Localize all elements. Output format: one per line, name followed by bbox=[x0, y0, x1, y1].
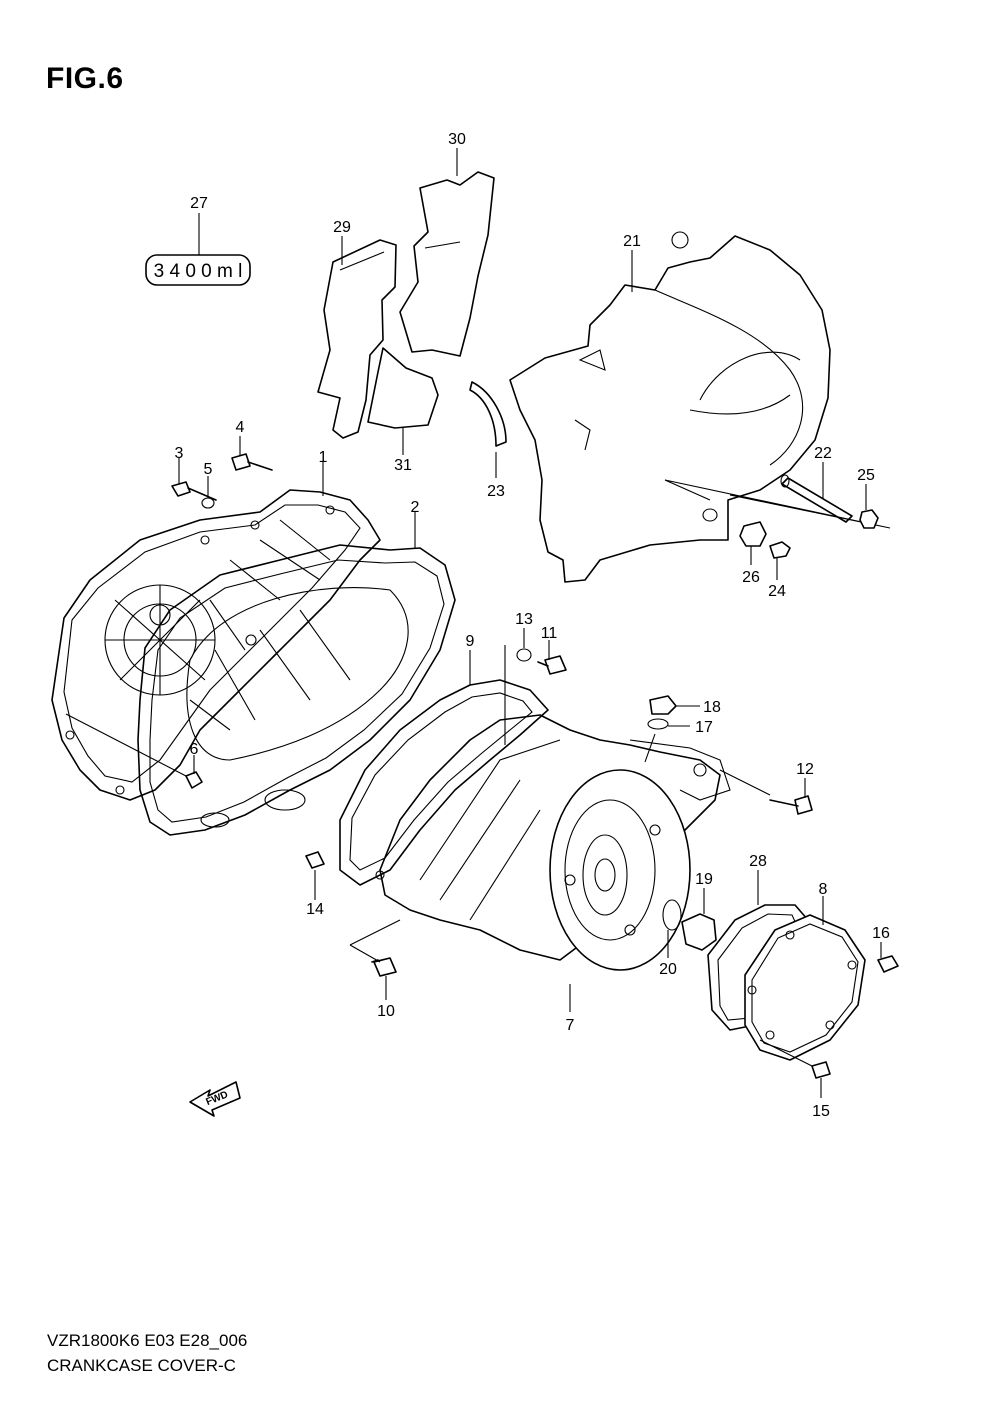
callout-4: 4 bbox=[236, 419, 245, 436]
callout-5: 5 bbox=[204, 461, 213, 478]
callout-16: 16 bbox=[872, 925, 890, 942]
callout-7: 7 bbox=[566, 1017, 575, 1034]
part-23-clip bbox=[469, 381, 507, 478]
section-name: CRANKCASE COVER-C bbox=[47, 1356, 236, 1375]
part-24-bolt bbox=[769, 541, 791, 580]
callout-11: 11 bbox=[541, 625, 558, 642]
callout-15: 15 bbox=[812, 1103, 830, 1120]
part-16-screw bbox=[877, 942, 899, 973]
callout-21: 21 bbox=[623, 233, 641, 250]
callout-18: 18 bbox=[703, 699, 721, 716]
part-18-plug bbox=[649, 695, 700, 715]
callout-10: 10 bbox=[377, 1003, 395, 1020]
part-27-volume-label: 3 4 0 0 m l bbox=[145, 213, 251, 286]
part-26-grommet bbox=[739, 521, 767, 565]
callout-24: 24 bbox=[768, 583, 786, 600]
callout-28: 28 bbox=[749, 853, 767, 870]
part-12-bolt bbox=[719, 769, 813, 815]
part-30-pad bbox=[399, 148, 495, 357]
callout-6: 6 bbox=[190, 741, 199, 758]
figure-title: FIG.6 bbox=[46, 62, 124, 95]
callout-12: 12 bbox=[796, 761, 814, 778]
part-2-gasket bbox=[137, 512, 456, 836]
label-27-text: 3 4 0 0 m l bbox=[154, 261, 243, 282]
callout-29: 29 bbox=[333, 219, 351, 236]
callout-30: 30 bbox=[448, 131, 466, 148]
part-17-oring bbox=[644, 718, 690, 763]
part-11-bolt bbox=[537, 640, 567, 675]
part-13-washer bbox=[504, 628, 532, 745]
part-19-plug bbox=[681, 888, 717, 951]
part-22-pin bbox=[780, 462, 853, 523]
part-9-gasket bbox=[339, 650, 549, 886]
callout-2: 2 bbox=[411, 499, 420, 516]
part-8-cover bbox=[744, 896, 866, 1061]
part-20-oring bbox=[662, 899, 682, 958]
part-6-dowel bbox=[65, 713, 203, 789]
part-1-crankcase-cover bbox=[51, 462, 381, 801]
callout-19: 19 bbox=[695, 871, 713, 888]
part-21-outer-cover bbox=[509, 231, 891, 583]
callout-8: 8 bbox=[819, 881, 828, 898]
callout-20: 20 bbox=[659, 961, 677, 978]
part-29-pad bbox=[317, 236, 397, 439]
callout-17: 17 bbox=[695, 719, 713, 736]
part-31-pad bbox=[367, 347, 439, 455]
part-4-bolt bbox=[231, 436, 273, 471]
callout-31: 31 bbox=[394, 457, 412, 474]
callout-22: 22 bbox=[814, 445, 832, 462]
callout-labels: 1 2 3 4 5 6 7 8 9 10 11 12 13 14 15 16 1… bbox=[175, 131, 890, 1120]
callout-13: 13 bbox=[515, 611, 533, 628]
callout-9: 9 bbox=[466, 633, 475, 650]
part-7-case-cover bbox=[375, 714, 731, 1012]
part-3-bolt bbox=[171, 458, 217, 501]
callout-25: 25 bbox=[857, 467, 875, 484]
part-5-washer bbox=[201, 476, 215, 509]
callout-14: 14 bbox=[306, 901, 324, 918]
part-10-bolt bbox=[349, 919, 401, 1000]
part-25-cap bbox=[859, 484, 879, 529]
model-code: VZR1800K6 E03 E28_006 bbox=[47, 1331, 248, 1350]
forward-arrow-icon: FWD bbox=[189, 1081, 241, 1117]
callout-1: 1 bbox=[319, 449, 328, 466]
part-15-screw bbox=[759, 1039, 831, 1098]
callout-23: 23 bbox=[487, 483, 505, 500]
part-14-dowel bbox=[305, 851, 325, 900]
callout-26: 26 bbox=[742, 569, 760, 586]
callout-3: 3 bbox=[175, 445, 184, 462]
callout-27: 27 bbox=[190, 195, 208, 212]
